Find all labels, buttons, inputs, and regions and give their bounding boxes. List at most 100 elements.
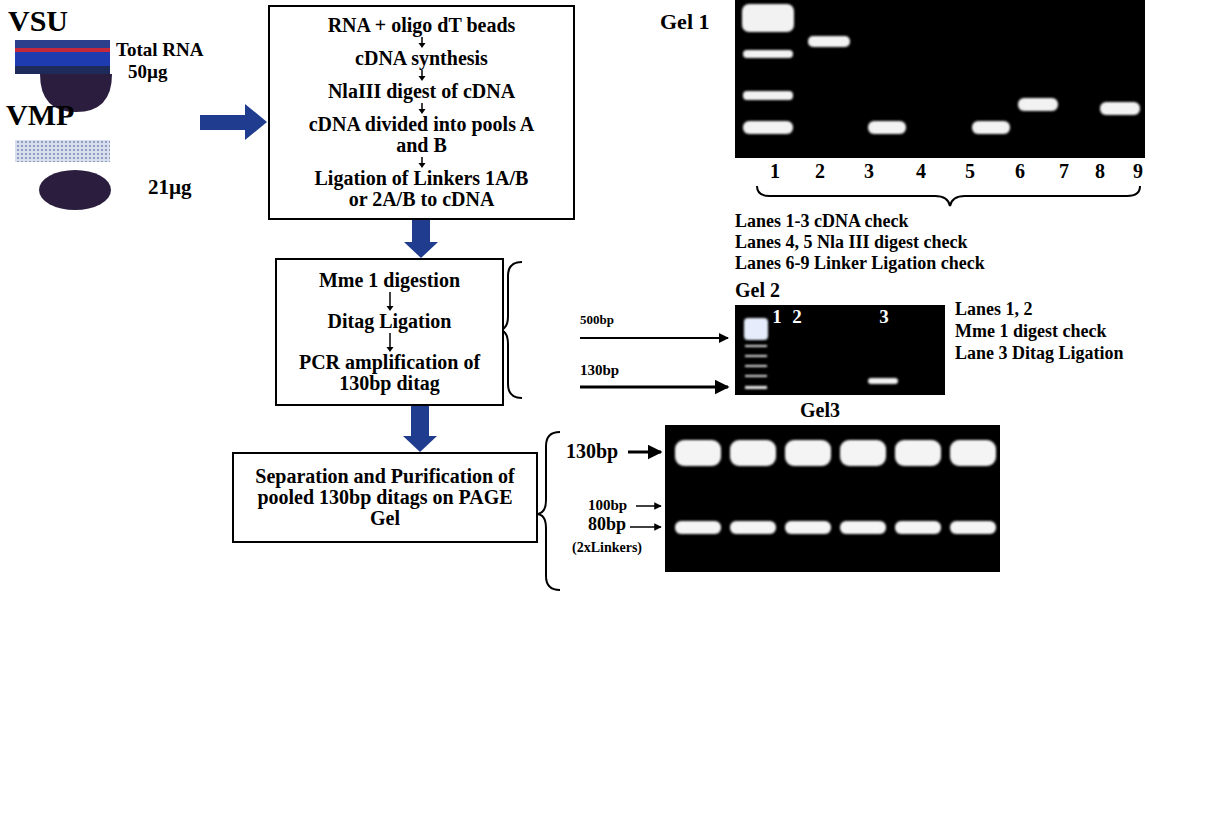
- gel-band: [730, 440, 776, 466]
- lane-note: Lane 3 Ditag Ligation: [955, 344, 1124, 364]
- gel-background: [735, 0, 1145, 158]
- step-arrow-shaft: [421, 70, 423, 77]
- gel-background: [665, 425, 1000, 572]
- flow-arrow: [403, 406, 437, 452]
- lane-note: Lanes 1-3 cDNA check: [735, 212, 909, 232]
- sample-name: VMP: [6, 98, 74, 131]
- step-arrow-shaft: [421, 103, 423, 110]
- lane-number: 4: [916, 160, 926, 182]
- flow-arrow: [200, 104, 267, 140]
- gel-band: [840, 521, 886, 534]
- lane-note: Lanes 6-9 Linker Ligation check: [735, 254, 985, 274]
- lane-number: 9: [1133, 160, 1143, 182]
- step-text: Ligation of Linkers 1A/B or 2A/B to cDNA: [306, 168, 538, 210]
- tissue-layer: [15, 52, 110, 66]
- gel-band: [840, 440, 886, 466]
- step-arrow: [415, 156, 429, 168]
- gel-image: [665, 425, 1000, 572]
- size-marker: 130bp: [566, 440, 618, 462]
- gel-band: [972, 121, 1010, 134]
- step-text: PCR amplification of 130bp ditag: [287, 352, 492, 394]
- step-arrow-shaft: [389, 333, 391, 348]
- gel-title: Gel 1: [660, 10, 710, 34]
- step-text: cDNA divided into pools A and B: [306, 114, 538, 156]
- step-arrow-icon: [415, 156, 429, 168]
- ladder-band: [743, 50, 793, 58]
- step-text: Ditag Ligation: [328, 311, 452, 332]
- gel-band: [950, 440, 996, 466]
- size-marker: 100bp: [588, 497, 627, 514]
- step-text: cDNA synthesis: [355, 48, 488, 69]
- step-arrow-icon: [415, 36, 429, 48]
- vmp-tissue: [15, 140, 111, 210]
- gel-image: [735, 305, 945, 395]
- gel-band: [785, 440, 831, 466]
- tissue-layer: [15, 40, 110, 48]
- gel-band: [868, 121, 906, 134]
- gel-band: [675, 440, 721, 466]
- gel-band: [808, 36, 850, 47]
- size-marker: 500bp: [580, 313, 614, 327]
- size-pointer: [580, 386, 728, 389]
- gel-band: [675, 521, 721, 534]
- size-pointer: [580, 337, 728, 339]
- lane-number: 2: [815, 160, 825, 182]
- size-pointer: [628, 451, 661, 454]
- lane-note: Mme 1 digest check: [955, 322, 1106, 342]
- ladder-band: [745, 375, 767, 377]
- gel-band: [895, 521, 941, 534]
- lane-number: 6: [1015, 160, 1025, 182]
- flow-arrow: [404, 220, 438, 258]
- sample-name: VSU: [8, 4, 68, 37]
- size-pointer: [630, 526, 661, 528]
- gel-title: Gel3: [800, 399, 840, 421]
- step-arrow: [415, 69, 429, 81]
- step-arrow-icon: [415, 69, 429, 81]
- gel-band: [895, 440, 941, 466]
- process-box: RNA + oligo dT beads cDNA synthesisNlaIII…: [268, 5, 575, 220]
- lane-note: Lanes 1, 2: [955, 300, 1033, 320]
- ladder-band: [743, 91, 793, 100]
- step-text: Mme 1 digestion: [319, 270, 460, 291]
- step-text: NlaIII digest of cDNA: [328, 81, 515, 102]
- amount-label: 50µg: [128, 62, 167, 83]
- step-text: Separation and Purification of pooled 13…: [244, 466, 526, 529]
- size-marker: 130bp: [580, 362, 619, 379]
- lane-number: 1: [770, 160, 780, 182]
- gel-band: [868, 378, 898, 384]
- gel-band: [1018, 98, 1058, 111]
- ladder-band: [745, 365, 767, 367]
- step-arrow-icon: [383, 332, 397, 352]
- ladder-band: [744, 318, 768, 340]
- step-arrow-shaft: [389, 292, 391, 307]
- step-arrow-shaft: [421, 157, 423, 164]
- lane-number: 2: [792, 307, 802, 328]
- step-arrow: [415, 102, 429, 114]
- size-pointer: [636, 505, 661, 507]
- process-box: Separation and Purification of pooled 13…: [232, 452, 538, 543]
- gel-band: [950, 521, 996, 534]
- gel-band: [1100, 102, 1140, 115]
- ladder-band: [745, 355, 767, 357]
- step-text: RNA + oligo dT beads: [328, 15, 516, 36]
- tissue-mass: [39, 170, 111, 210]
- tissue-layer: [15, 66, 110, 74]
- lane-brace: [757, 186, 1140, 206]
- lane-number: 3: [879, 307, 889, 328]
- size-marker: 80bp: [588, 515, 626, 535]
- process-box: Mme 1 digestionDitag LigationPCR amplifi…: [275, 258, 504, 406]
- lane-number: 1: [772, 307, 782, 328]
- gel-title: Gel 2: [735, 279, 780, 301]
- step-arrow: [383, 291, 397, 311]
- lane-number: 7: [1059, 160, 1069, 182]
- step-arrow-icon: [383, 291, 397, 311]
- lane-number: 8: [1095, 160, 1105, 182]
- lane-number: 3: [864, 160, 874, 182]
- step-arrow: [415, 36, 429, 48]
- gel-band: [730, 521, 776, 534]
- ladder-band: [745, 345, 767, 347]
- amount-label: Total RNA: [116, 40, 203, 61]
